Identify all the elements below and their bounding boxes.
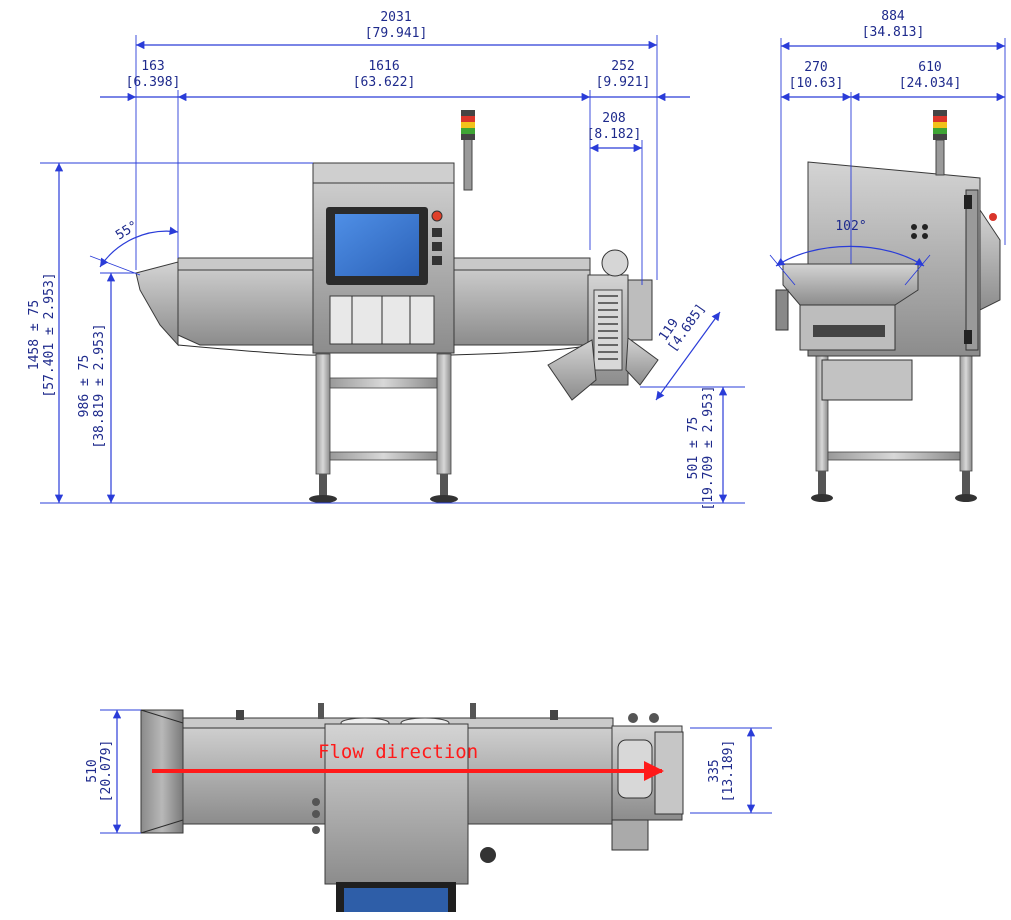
dim-overall-width-in: [79.941] [365, 26, 428, 41]
dim-reject-width-in: [8.182] [587, 127, 642, 142]
dim-reject-height-in: [19.709 ± 2.953] [701, 385, 716, 510]
dim-belt-height-in: [38.819 ± 2.953] [92, 323, 107, 448]
dim-top-width-mm: 510 [85, 759, 100, 782]
dim-overall-width-mm: 2031 [380, 10, 411, 25]
top-view-dimensions: 510 [20.079] 335 [13.189] [85, 709, 772, 834]
top-view-machine [140, 703, 684, 912]
dim-top-width-in: [20.079] [99, 740, 114, 803]
dim-overall-depth-in: [34.813] [862, 25, 925, 40]
dim-front-offset-in: [10.63] [789, 76, 844, 91]
dim-infeed-width-in: [6.398] [126, 75, 181, 90]
flow-arrow: Flow direction [152, 741, 664, 781]
dim-belt-height-mm: 986 ± 75 [77, 355, 92, 418]
side-view-machine [775, 110, 1001, 502]
dim-rear-depth-mm: 610 [918, 60, 941, 75]
dim-reject-width-mm: 208 [602, 111, 625, 126]
dim-conveyor-width-mm: 1616 [368, 59, 399, 74]
dim-overall-depth-mm: 884 [881, 9, 905, 24]
dim-conveyor-width-in: [63.622] [353, 75, 416, 90]
flow-direction-label: Flow direction [318, 741, 478, 763]
dim-infeed-angle: 55° [113, 218, 141, 243]
dim-hopper-angle: 102° [835, 219, 866, 234]
dim-reject-height-mm: 501 ± 75 [686, 417, 701, 480]
dim-outfeed-width-mm: 252 [611, 59, 634, 74]
dim-outfeed-width-in: [9.921] [596, 75, 651, 90]
side-view-dimensions: 884 [34.813] 270 [10.63] 610 [24.034] 10… [769, 9, 1006, 286]
dim-belt-width-mm: 335 [707, 759, 722, 782]
dim-front-offset-mm: 270 [804, 60, 827, 75]
dim-belt-width-in: [13.189] [721, 740, 736, 803]
dim-overall-height-mm: 1458 ± 75 [27, 300, 42, 370]
dim-rear-depth-in: [24.034] [899, 76, 962, 91]
dim-overall-height-in: [57.401 ± 2.953] [42, 272, 57, 397]
dim-infeed-width-mm: 163 [141, 59, 164, 74]
front-view-dimensions: 2031 [79.941] 163 [6.398] 1616 [63.622] … [27, 10, 745, 511]
front-view-machine [135, 110, 659, 503]
